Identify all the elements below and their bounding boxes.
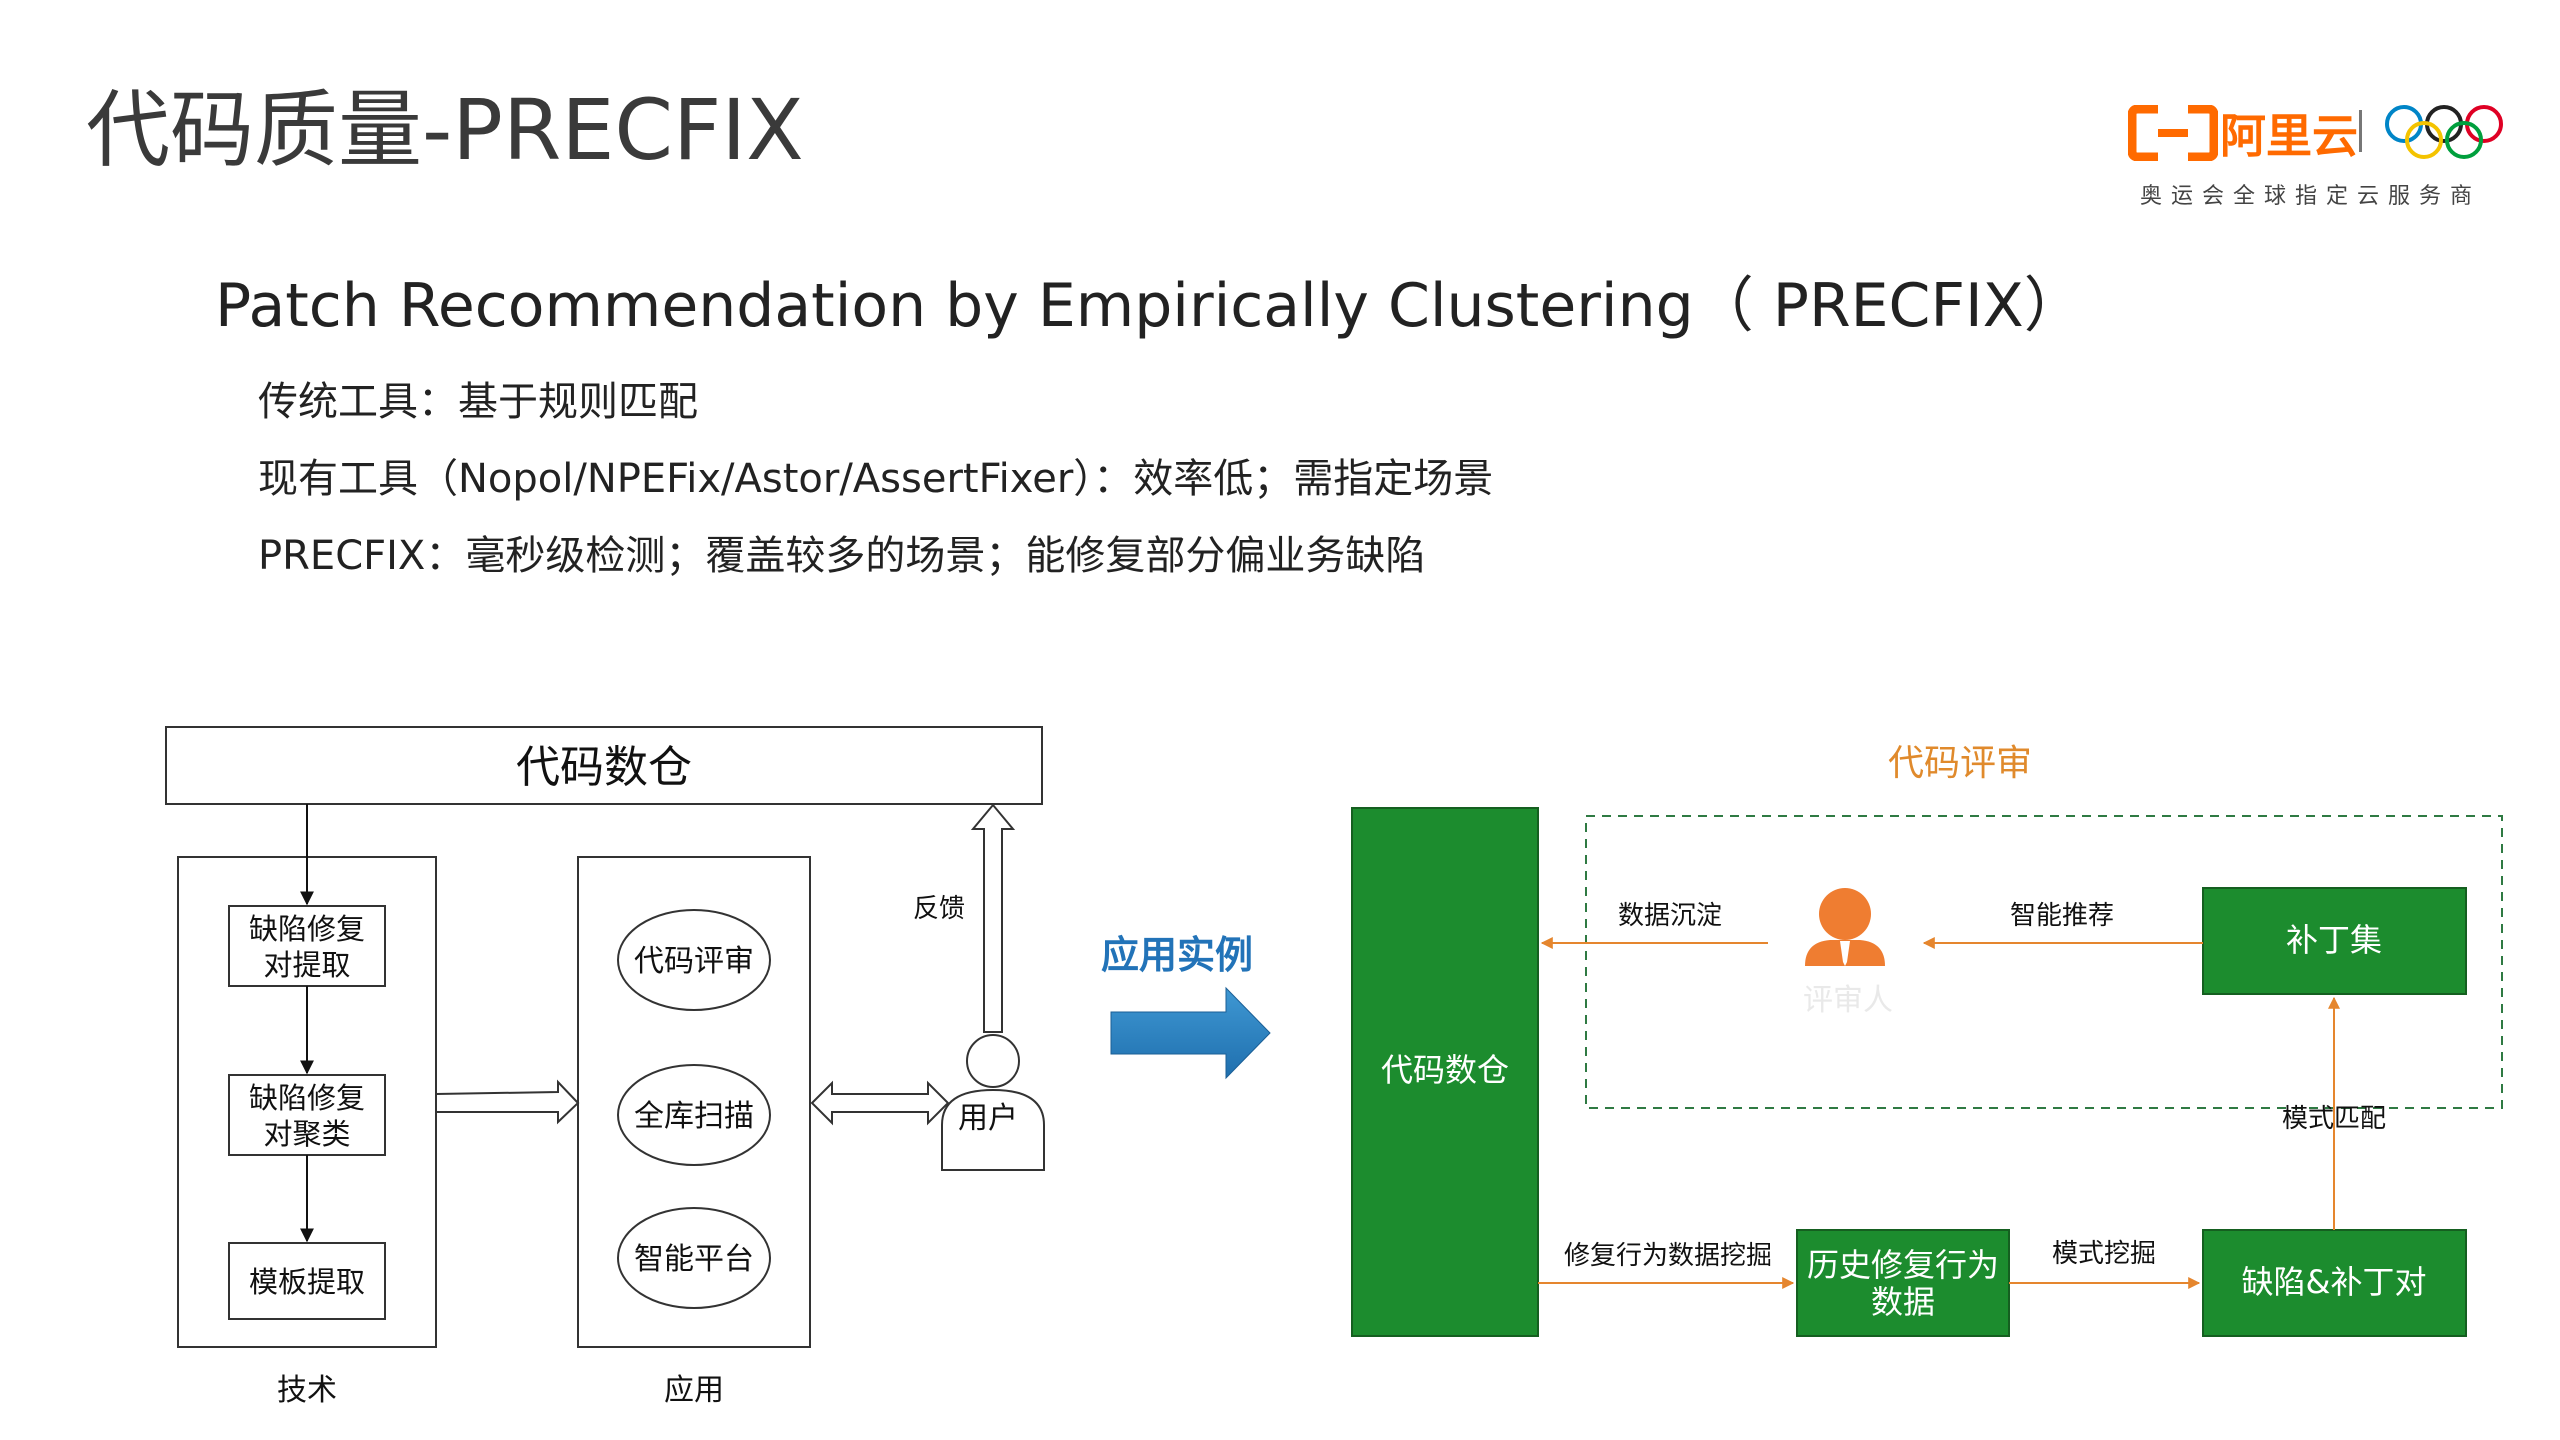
defect-patch-label: 缺陷&补丁对 bbox=[2242, 1263, 2427, 1301]
aliyun-logo-icon bbox=[2128, 105, 2218, 161]
feedback-arrow bbox=[970, 803, 1016, 1033]
reviewer-label: 评审人 bbox=[1803, 983, 1893, 1018]
edge-pattern-match-label: 模式匹配 bbox=[2282, 1104, 2386, 1134]
bullet-traditional-tools: 传统工具：基于规则匹配 bbox=[258, 379, 698, 425]
page-title: 代码质量-PRECFIX bbox=[86, 81, 804, 179]
patch-set-label: 补丁集 bbox=[2286, 921, 2382, 959]
app-user-double-arrow bbox=[810, 1080, 950, 1126]
reviewer-icon bbox=[1805, 888, 1885, 966]
defect-patch-box bbox=[2202, 1229, 2467, 1337]
app-label: 应用 bbox=[664, 1373, 724, 1408]
defect-pair-extract-box bbox=[228, 905, 386, 987]
olympic-rings-icon bbox=[2385, 105, 2503, 159]
defect-pair-cluster-line1: 缺陷修复 bbox=[249, 1081, 365, 1115]
template-extract-box bbox=[228, 1242, 386, 1320]
code-warehouse-label: 代码数仓 bbox=[516, 742, 692, 793]
right-warehouse-box bbox=[1351, 807, 1539, 1337]
right-warehouse-label: 代码数仓 bbox=[1381, 1051, 1509, 1089]
tech-label: 技术 bbox=[277, 1373, 337, 1408]
app-smart-platform-ellipse bbox=[617, 1207, 771, 1309]
edge-recommend-label: 智能推荐 bbox=[2010, 901, 2114, 931]
history-line1: 历史修复行为 bbox=[1807, 1246, 1999, 1284]
brand-divider bbox=[2359, 110, 2362, 152]
transition-label: 应用实例 bbox=[1101, 933, 1253, 977]
tech-to-app-arrow bbox=[435, 1079, 580, 1125]
user-icon bbox=[941, 1034, 1045, 1171]
brand-name: 阿里云 bbox=[2220, 109, 2358, 163]
review-dashed-area bbox=[1585, 815, 2503, 1109]
template-extract-label: 模板提取 bbox=[249, 1265, 365, 1299]
subtitle: Patch Recommendation by Empirically Clus… bbox=[215, 271, 2084, 341]
app-code-review-label: 代码评审 bbox=[634, 944, 754, 979]
defect-pair-cluster-line2: 对聚类 bbox=[263, 1117, 350, 1151]
history-line2: 数据 bbox=[1871, 1283, 1935, 1321]
feedback-label: 反馈 bbox=[913, 894, 965, 924]
bullet-precfix: PRECFIX：毫秒级检测；覆盖较多的场景；能修复部分偏业务缺陷 bbox=[258, 533, 1426, 579]
app-full-scan-ellipse bbox=[617, 1064, 771, 1166]
defect-pair-extract-line2: 对提取 bbox=[263, 948, 350, 982]
edge-precipitation-label: 数据沉淀 bbox=[1618, 901, 1722, 931]
app-smart-platform-label: 智能平台 bbox=[634, 1242, 754, 1277]
app-code-review-ellipse bbox=[617, 909, 771, 1011]
edge-pattern-mining-label: 模式挖掘 bbox=[2052, 1239, 2156, 1269]
brand-tagline: 奥运会全球指定云服务商 bbox=[2140, 184, 2482, 209]
code-warehouse-box bbox=[165, 726, 1043, 805]
transition-arrow-icon bbox=[1110, 986, 1271, 1080]
app-full-scan-label: 全库扫描 bbox=[634, 1099, 754, 1134]
review-title: 代码评审 bbox=[1888, 743, 2032, 784]
defect-pair-extract-line1: 缺陷修复 bbox=[249, 912, 365, 946]
edge-mining-label: 修复行为数据挖掘 bbox=[1564, 1241, 1772, 1271]
bullet-existing-tools: 现有工具（Nopol/NPEFix/Astor/AssertFixer）：效率低… bbox=[258, 456, 1494, 502]
defect-pair-cluster-box bbox=[228, 1074, 386, 1156]
user-label: 用户 bbox=[958, 1101, 1018, 1136]
patch-set-box bbox=[2202, 887, 2467, 995]
history-box bbox=[1796, 1229, 2010, 1337]
